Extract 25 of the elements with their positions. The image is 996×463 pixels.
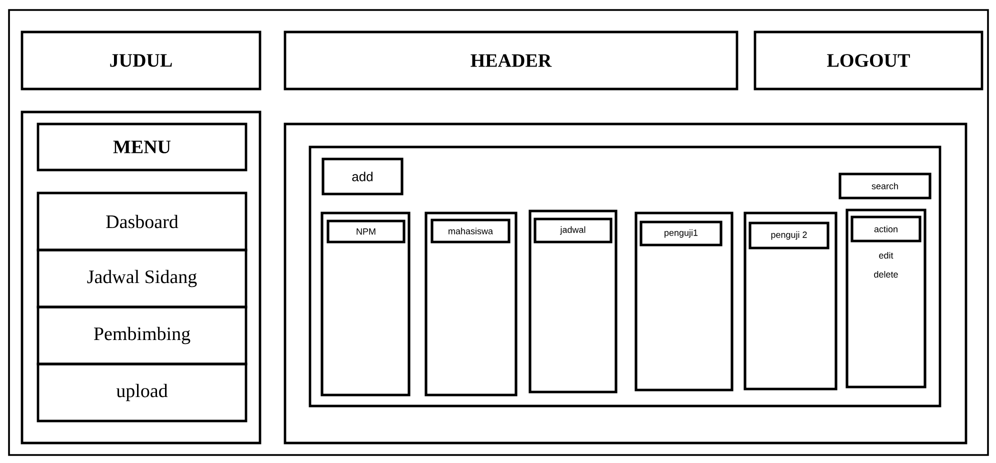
table-column [634, 212, 734, 392]
title-box: JUDUL [20, 30, 262, 90]
column-header: action [850, 216, 922, 242]
sidebar-panel [20, 110, 262, 444]
table-column [424, 212, 518, 396]
menu-item: Dasboard [36, 192, 248, 252]
menu-heading: MENU [36, 122, 248, 172]
logout-button: LOGOUT [754, 30, 984, 90]
search-field: search [838, 172, 932, 200]
table-column [744, 212, 838, 390]
content-panel [284, 122, 968, 444]
column-header: penguji 2 [748, 222, 830, 250]
column-header: penguji1 [640, 220, 722, 246]
add-button: add [322, 158, 404, 196]
table-panel [308, 146, 942, 408]
column-header: jadwal [534, 218, 612, 244]
page-frame [8, 9, 989, 456]
menu-item: upload [36, 362, 248, 422]
menu-item: Pembimbing [36, 306, 248, 366]
column-header: NPM [326, 220, 406, 244]
menu-item: Jadwal Sidang [36, 248, 248, 308]
table-column [320, 212, 410, 396]
column-header: mahasiswa [430, 218, 510, 244]
table-column [528, 210, 618, 394]
header-bar: HEADER [284, 30, 738, 90]
